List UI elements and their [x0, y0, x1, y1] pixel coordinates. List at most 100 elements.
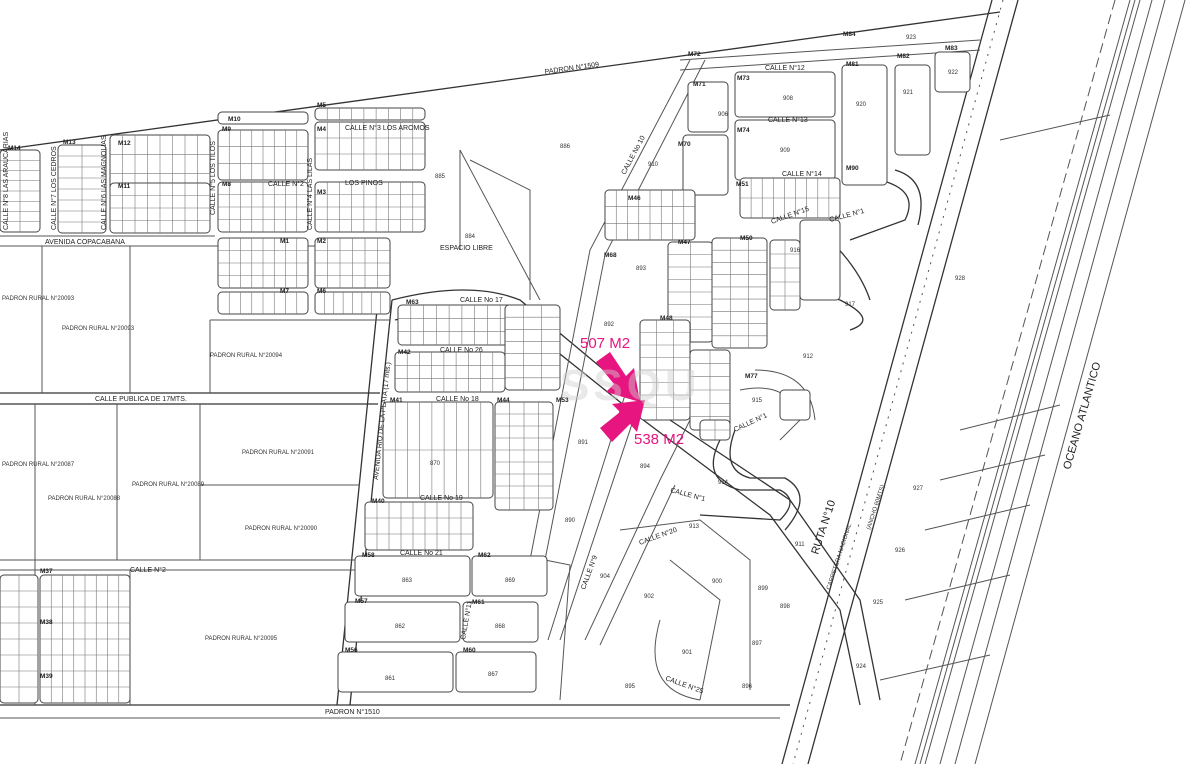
parcel-label: 910 [648, 162, 659, 168]
block-outline [682, 134, 729, 196]
block-label: M83 [945, 45, 958, 52]
block [462, 601, 539, 643]
city-blocks [0, 51, 971, 704]
street-label: CALLE No 26 [440, 347, 483, 354]
parcel-label: 913 [689, 524, 700, 530]
block-outline [217, 111, 309, 125]
highlight-label: 507 M2 [580, 335, 630, 352]
block-outline [504, 304, 561, 391]
block-label: M70 [678, 141, 691, 148]
parcel-label: 914 [718, 480, 729, 486]
parcel-label: 894 [640, 464, 651, 470]
block [894, 64, 931, 156]
padrone-label: PADRON RURAL N°20095 [205, 636, 278, 642]
parcel-label: 908 [783, 96, 794, 102]
block-outline [364, 501, 474, 551]
block-label: M50 [740, 235, 753, 242]
parcel-label: 901 [682, 650, 693, 656]
block [354, 555, 471, 597]
block-label: M56 [345, 647, 358, 654]
street-label: CALLE N°20 [638, 526, 678, 547]
parcel-label: 920 [856, 102, 867, 108]
parcel-label: 899 [758, 586, 769, 592]
parcel-label: 898 [780, 604, 791, 610]
block-label: M60 [463, 647, 476, 654]
block [314, 237, 391, 289]
block [382, 401, 494, 499]
block [934, 51, 971, 93]
street-label: LOS PINOS [345, 180, 383, 187]
block-label: M84 [843, 31, 856, 38]
block [639, 319, 691, 421]
block-outline [687, 81, 729, 133]
padrone-label: PADRON RURAL N°20088 [48, 496, 121, 502]
padrone-label: PADRON RURAL N°20093 [62, 326, 135, 332]
street-label: CALLE No 18 [436, 396, 479, 403]
padrone-label: PADRON RURAL N°20089 [132, 482, 205, 488]
block-outline [344, 601, 461, 643]
block [471, 555, 548, 597]
parcel-label: 884 [465, 234, 476, 240]
block-outline [455, 651, 537, 693]
block [217, 181, 309, 233]
block [217, 291, 309, 315]
block-label: M37 [40, 568, 53, 575]
parcel-label: 906 [718, 112, 729, 118]
block-label: M72 [688, 51, 701, 58]
block-outline [711, 237, 768, 349]
parcel-label: 928 [955, 276, 966, 282]
block-label: M51 [736, 181, 749, 188]
parcel-label: 925 [873, 600, 884, 606]
block-label: M46 [628, 195, 641, 202]
block [314, 107, 426, 121]
block-label: M68 [604, 252, 617, 259]
block [455, 651, 537, 693]
parcel-label: 869 [505, 578, 516, 584]
padrone-label: PADRON RURAL N°20087 [2, 462, 75, 468]
block-outline [894, 64, 931, 156]
street-label: CALLE N°6 LAS MAGNOLIAS [100, 135, 108, 230]
street-label: CALLE N°2 [130, 566, 166, 574]
block [394, 351, 506, 393]
block-outline [471, 555, 548, 597]
block [739, 177, 841, 219]
block [217, 111, 309, 125]
block-outline [394, 351, 506, 393]
parcel-label: 926 [895, 548, 906, 554]
highlight-label: 538 M2 [634, 431, 684, 448]
block-label: M11 [118, 183, 131, 190]
block-label: M39 [40, 673, 53, 680]
parcel-label: 885 [435, 174, 446, 180]
street-label: CALLE N°4 LAS LILAS [306, 158, 314, 230]
block [397, 304, 514, 346]
parcel-label: 900 [712, 579, 723, 585]
block-outline [397, 304, 514, 346]
block [799, 219, 841, 301]
block [687, 81, 729, 133]
block-outline [934, 51, 971, 93]
parcel-label: 867 [488, 672, 499, 678]
block-label: M42 [398, 349, 411, 356]
street-label: CALLE No 10 [621, 135, 647, 176]
block [217, 237, 309, 289]
block-label: M41 [390, 397, 403, 404]
block [734, 71, 836, 118]
parcel-label: 916 [790, 248, 801, 254]
parcel-label: 870 [430, 461, 441, 467]
block-outline [314, 121, 426, 171]
block [57, 144, 107, 234]
street-label: CALLE N°1 [669, 486, 706, 503]
block-label: M1 [280, 238, 289, 245]
street-label: CALLE N°2 [268, 180, 304, 188]
padrone-label: PADRON RURAL N°20093 [2, 296, 75, 302]
block-label: M5 [317, 102, 326, 109]
block-outline [734, 71, 836, 118]
parcel-label: 911 [795, 542, 805, 548]
block [314, 181, 426, 233]
block-outline [354, 555, 471, 597]
arrow-507 [596, 352, 640, 402]
parcel-label: 923 [906, 35, 917, 41]
block-label: M6 [317, 288, 326, 295]
